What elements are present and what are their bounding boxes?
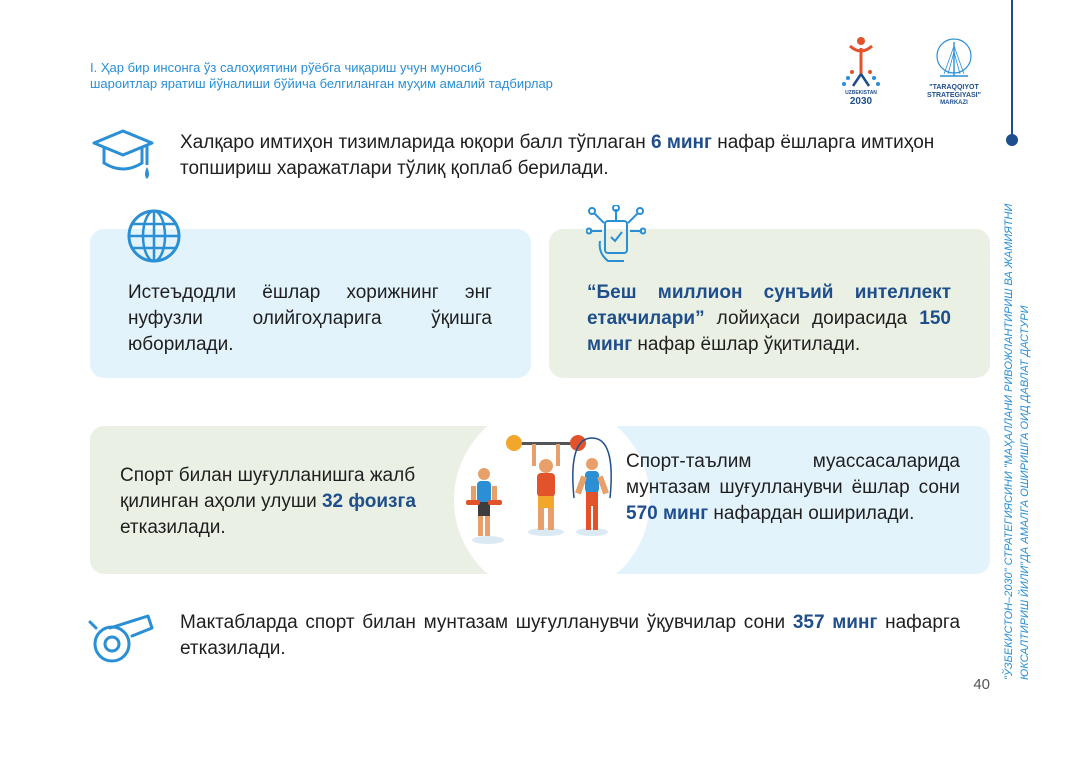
sport-youth-text-part: Спорт-таълим муассасаларида мунтазам шуғ… bbox=[626, 451, 960, 498]
school-sport-text-part: нафарга етказилади. bbox=[180, 612, 961, 659]
ai-leaders-project-name: “Беш миллион сунъий интеллект етакчилари… bbox=[587, 282, 951, 329]
graduation-cap-icon bbox=[92, 129, 154, 179]
globe-icon bbox=[127, 209, 181, 263]
svg-text:2030: 2030 bbox=[850, 96, 873, 106]
athletes-illustration bbox=[466, 435, 612, 544]
sport-youth-text-part: нафардан оширилади. bbox=[708, 503, 915, 524]
sport-youth-highlight: 570 минг bbox=[626, 503, 709, 524]
svg-text:UZBEKISTAN: UZBEKISTAN bbox=[845, 90, 877, 96]
exam-support-highlight: 6 минг bbox=[650, 132, 712, 153]
monument-icon bbox=[936, 38, 972, 77]
taraqqiyot-strategiyasi-logo: "TARAQQIYOT STRATEGIYASI" MARKAZI bbox=[918, 36, 990, 107]
dumbbell-athlete-icon bbox=[466, 468, 502, 536]
ai-leaders-text-part: нафар ёшлар ўқитилади. bbox=[632, 334, 861, 355]
barbell-athlete-icon bbox=[506, 435, 586, 530]
exam-support-text-part: нафар ёшларга имтиҳон топшириш харажатла… bbox=[180, 132, 935, 179]
page-number: 40 bbox=[973, 676, 990, 693]
ai-hand-icon bbox=[586, 205, 646, 262]
taraqqiyot-name: "TARAQQIYOT STRATEGIYASI" bbox=[927, 84, 981, 99]
side-decor-line bbox=[1011, 0, 1013, 140]
section-header: I. Ҳар бир инсонга ўз салоҳиятини рўёбга… bbox=[90, 60, 650, 92]
school-sport-text-part: Мактабларда спорт билан мунтазам шуғулла… bbox=[180, 612, 793, 633]
exam-support-text: Халқаро имтиҳон тизимларида юқори балл т… bbox=[180, 130, 960, 182]
talent-abroad-card bbox=[90, 229, 531, 378]
school-sport-highlight: 357 минг bbox=[792, 612, 878, 633]
school-sport-text: Мактабларда спорт билан мунтазам шуғулла… bbox=[180, 610, 960, 662]
sport-population-text-part: етказилади. bbox=[120, 517, 226, 538]
uzbekistan-2030-logo: UZBEKISTAN 2030 bbox=[836, 34, 886, 107]
sport-youth-text: Спорт-таълим муассасаларида мунтазам шуғ… bbox=[626, 449, 960, 527]
ai-leaders-text: “Беш миллион сунъий интеллект етакчилари… bbox=[587, 280, 951, 358]
talent-abroad-text: Истеъдодли ёшлар хорижнинг энг нуфузли о… bbox=[128, 282, 492, 355]
sport-population-highlight: 32 фоизга bbox=[321, 491, 416, 512]
side-program-title: "ЎЗБЕКИСТОН–2030" СТРАТЕГИЯСИНИ "МАҲАЛЛА… bbox=[1003, 203, 1031, 680]
exam-support-text-part: Халқаро имтиҳон тизимларида юқори балл т… bbox=[180, 132, 651, 153]
sport-population-text: Спорт билан шуғулланишга жалб қилинган а… bbox=[120, 463, 456, 541]
side-decor-dot bbox=[1006, 134, 1018, 146]
section-header-line-2: шароитлар яратиш йўналиши бўйича белгила… bbox=[90, 76, 553, 91]
jump-rope-athlete-icon bbox=[572, 437, 612, 530]
sport-population-text-part: Спорт билан шуғулланишга жалб қилинган а… bbox=[120, 465, 416, 512]
ai-leaders-highlight: 150 минг bbox=[587, 308, 951, 355]
whistle-icon bbox=[88, 614, 154, 663]
ai-leaders-text-part: лойиҳаси доирасида bbox=[704, 308, 920, 329]
uzbekistan-2030-emblem-icon: UZBEKISTAN 2030 bbox=[842, 37, 880, 107]
section-header-line-1: I. Ҳар бир инсонга ўз салоҳиятини рўёбга… bbox=[90, 60, 482, 75]
taraqqiyot-sub: MARKAZI bbox=[940, 100, 968, 106]
